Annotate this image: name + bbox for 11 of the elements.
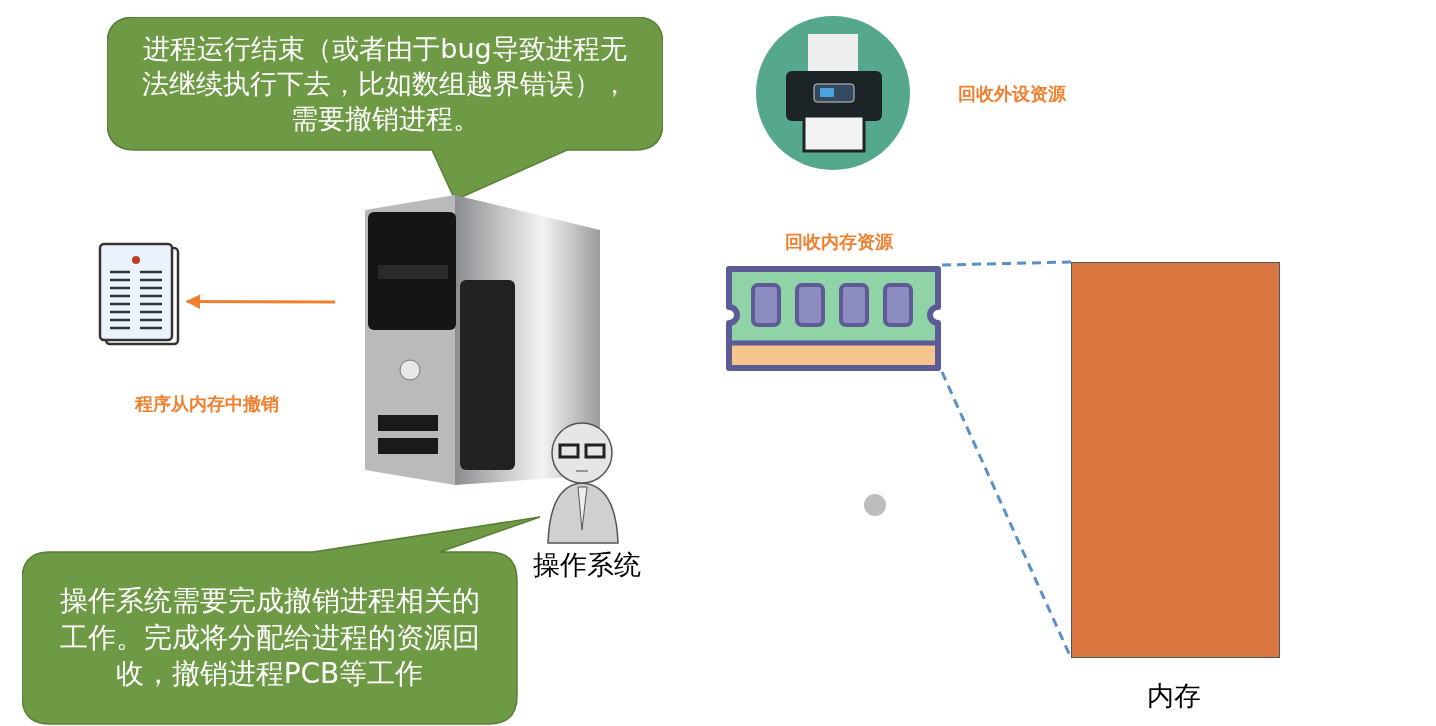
- memory-bar: [1071, 262, 1280, 658]
- arrow: [185, 294, 335, 310]
- caption-label: 回收内存资源: [785, 230, 893, 254]
- bubble-text: 操作系统需要完成撤销进程相关的工作。完成将分配给进程的资源回收，撤销进程PCB等工作: [59, 583, 480, 693]
- dashed-line: [941, 260, 1072, 267]
- person-label: 操作系统: [533, 548, 641, 582]
- caption-label: 回收外设资源: [958, 82, 1066, 106]
- bar-label: 内存: [1147, 679, 1201, 713]
- speech-bubble: [107, 17, 663, 200]
- caption-label: 程序从内存中撤销: [135, 392, 279, 416]
- bubble-text: 进程运行结束（或者由于bug导致进程无法继续执行下去，比如数组越界错误），需要撤销进程。: [141, 31, 629, 137]
